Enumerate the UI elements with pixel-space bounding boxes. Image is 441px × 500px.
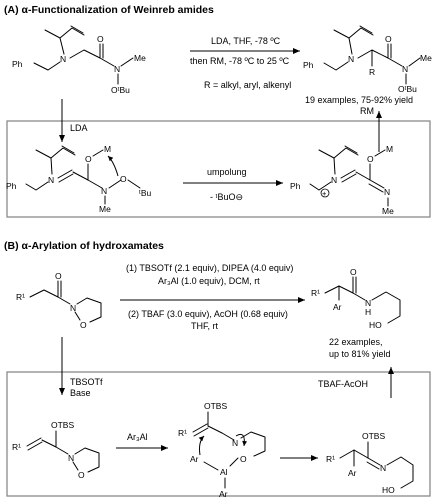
yield-b-line2: up to 81% yield: [329, 349, 391, 359]
atom-ar: Ar: [348, 468, 357, 478]
atom-ar: Ar: [219, 489, 228, 499]
mechanism-box-b: [6, 371, 431, 497]
curved-arrow: [107, 155, 119, 177]
atom-o: O: [85, 154, 92, 164]
atom-h: H: [365, 307, 371, 317]
atom-n: N: [232, 438, 238, 448]
step1-line2: Ar₃Al (1.0 equiv), DCM, rt: [158, 276, 260, 286]
atom-n: N: [48, 175, 54, 185]
atom-n: N: [402, 64, 408, 74]
atom-tbu: ᵗBu: [139, 188, 152, 198]
atom-otbs: OTBS: [51, 420, 74, 430]
tbaf-label: TBAF-AcOH: [318, 379, 368, 389]
atom-o: O: [55, 271, 62, 281]
atom-r1: R¹: [12, 442, 21, 452]
atom-m: M: [386, 144, 393, 154]
step2-line1: (2) TBAF (3.0 equiv), AcOH (0.68 equiv): [128, 309, 288, 319]
curved-arrow: [198, 435, 205, 456]
leaving-group: - ᵗBuO⊖: [210, 192, 243, 202]
atom-n: N: [68, 453, 74, 463]
yield-a: 19 examples, 75-92% yield: [305, 95, 413, 105]
atom-me: Me: [99, 204, 111, 214]
umpolung-label: umpolung: [207, 167, 247, 177]
atom-o: O: [78, 470, 85, 480]
atom-o: O: [350, 267, 357, 277]
tbsotf-label: TBSOTf: [70, 377, 103, 387]
atom-o: O: [385, 34, 392, 44]
atom-r1: R¹: [178, 428, 187, 438]
r-groups-note: R = alkyl, aryl, alkenyl: [204, 80, 291, 90]
mechanism-box-a: [6, 120, 431, 218]
lda-label: LDA: [70, 123, 88, 133]
atom-ph: Ph: [290, 181, 301, 191]
atom-al: Al: [220, 467, 228, 477]
step2-line2: THF, rt: [191, 321, 218, 331]
atom-n: N: [348, 54, 354, 64]
atom-ph: Ph: [6, 181, 17, 191]
atom-me: Me: [382, 206, 394, 216]
atom-r1: R¹: [16, 292, 25, 302]
atom-me: Me: [134, 53, 146, 63]
section-a-title: (A) α-Functionalization of Weinreb amide…: [4, 4, 214, 16]
atom-o: O: [367, 154, 374, 164]
atom-m: M: [104, 144, 111, 154]
atom-o: O: [97, 34, 104, 44]
atom-ph: Ph: [12, 59, 23, 69]
atom-r1: R¹: [311, 288, 320, 298]
atom-ho: HO: [369, 320, 382, 330]
aluminum-complex: R¹ OTBS N O Al Ar Ar: [178, 401, 266, 499]
hydroxamate-start: R¹ O N O: [16, 271, 102, 330]
atom-n: N: [331, 175, 337, 185]
atom-ar: Ar: [190, 454, 199, 464]
silyl-ketene-aminal: R¹ OTBS N O: [12, 420, 100, 480]
atom-n: N: [365, 298, 371, 308]
atom-n: N: [70, 303, 76, 313]
curved-arrow: [235, 433, 248, 447]
atom-otbu: OᵗBu: [398, 84, 417, 94]
weinreb-amide-start: N Ph O N Me OᵗBu: [12, 25, 146, 95]
atom-ho: HO: [382, 485, 395, 495]
atom-o: O: [80, 320, 87, 330]
step1-line1: (1) TBSOTf (2.1 equiv), DIPEA (4.0 equiv…: [126, 263, 293, 273]
yield-b-line1: 22 examples,: [329, 337, 383, 347]
atom-otbu: OᵗBu: [111, 85, 130, 95]
atom-r1: R¹: [326, 454, 335, 464]
cond-a-top: LDA, THF, -78 ºC: [211, 36, 281, 46]
atom-ar: Ar: [333, 302, 342, 312]
product-a: N Ph R O N Me OᵗBu: [303, 25, 432, 94]
base-label: Base: [70, 388, 91, 398]
atom-me: Me: [420, 53, 432, 63]
product-b: R¹ Ar O N H HO: [311, 267, 401, 330]
atom-n: N: [380, 463, 386, 473]
imidate-intermediate: R¹ Ar OTBS N HO: [326, 431, 414, 495]
atom-otbs: OTBS: [362, 431, 385, 441]
section-b-title: (B) α-Arylation of hydroxamates: [4, 240, 164, 252]
atom-n: N: [101, 186, 107, 196]
atom-ph: Ph: [303, 60, 314, 70]
atom-o: O: [240, 454, 247, 464]
plus-sign: +: [322, 189, 327, 198]
enolate-intermediate: N Ph O M N Me O ᵗBu: [6, 144, 152, 214]
atom-otbs: OTBS: [204, 401, 227, 411]
atom-n: N: [60, 54, 66, 64]
atom-n: N: [114, 64, 120, 74]
atom-r: R: [369, 67, 375, 77]
cond-a-bottom: then RM, -78 ºC to 25 ºC: [190, 56, 290, 66]
ar3al-label: Ar₃Al: [127, 432, 148, 442]
plus-charge: [320, 188, 330, 198]
atom-n: N: [384, 187, 390, 197]
rm-label: RM: [360, 106, 374, 116]
atom-o: O: [120, 174, 127, 184]
iminium-intermediate: N + Ph O M N Me: [290, 144, 394, 216]
